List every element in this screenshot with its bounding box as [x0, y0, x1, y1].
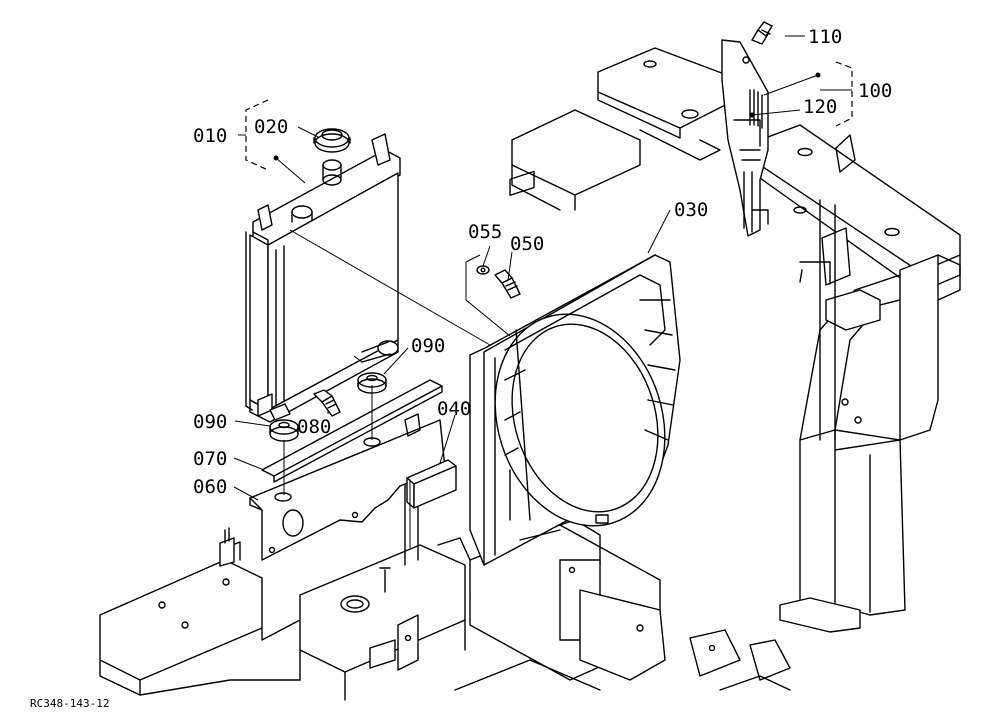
mounting-bolt — [313, 355, 363, 417]
radiator-cap — [313, 128, 351, 153]
chassis-frame — [99, 47, 961, 701]
shroud-bolt-and-washer — [465, 254, 521, 337]
seal-strip — [261, 379, 443, 483]
reservoir-bracket — [721, 39, 769, 237]
rubber-mount-right — [357, 372, 387, 394]
callout-010: 010 — [193, 125, 227, 147]
callout-030: 030 — [674, 199, 708, 221]
rubber-mount-left — [269, 419, 299, 442]
callout-070: 070 — [193, 448, 227, 470]
callout-080: 080 — [297, 416, 331, 438]
callout-060: 060 — [193, 476, 227, 498]
callout-090-left: 090 — [193, 411, 227, 433]
callout-110: 110 — [808, 26, 842, 48]
fan-shroud — [469, 170, 681, 566]
callout-090-right: 090 — [411, 335, 445, 357]
callout-050: 050 — [510, 233, 544, 255]
callout-120: 120 — [803, 96, 837, 118]
callout-020: 020 — [254, 116, 288, 138]
figure-code: RC348-143-12 — [30, 697, 109, 710]
callout-055: 055 — [468, 221, 502, 243]
callout-040: 040 — [437, 398, 471, 420]
bracket-bolt — [751, 21, 773, 45]
group-bracket-010 — [245, 99, 269, 171]
callouts: 010 020 030 040 050 055 060 070 080 090 … — [193, 26, 892, 498]
leader-lines — [233, 35, 852, 548]
group-bracket-100 — [835, 61, 853, 127]
callout-100: 100 — [858, 80, 892, 102]
sponge-block — [406, 459, 457, 509]
radiator — [245, 133, 401, 423]
